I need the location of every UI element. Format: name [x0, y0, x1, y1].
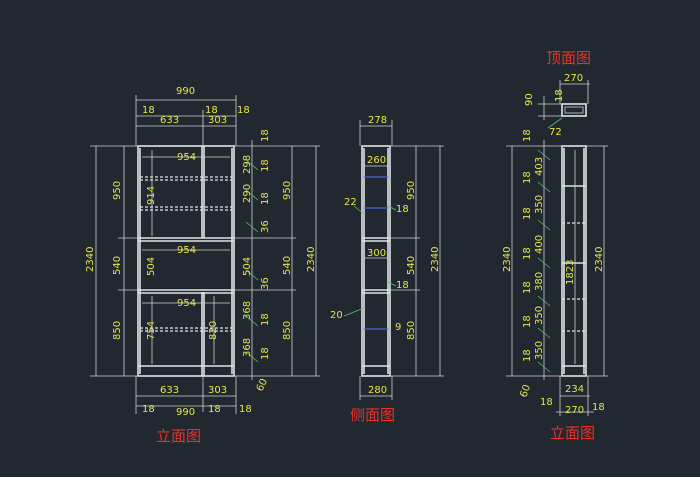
right-dim-18c: 18 [522, 207, 533, 220]
title-front-elevation-left: 立面图 [156, 427, 201, 445]
right-dim-1823: 1823 [565, 260, 576, 285]
side-dim-9: 9 [395, 322, 401, 333]
right-dim-2340-left: 2340 [502, 247, 513, 272]
dim-top-left-thickness: 18 [142, 105, 155, 116]
side-outline [361, 145, 391, 377]
side-elevation: 278 260 22 18 300 18 20 9 950 540 850 23… [330, 115, 444, 424]
dim-right-290: 290 [242, 184, 253, 203]
top-dim-270: 270 [564, 73, 583, 84]
dim-shelf-3: 954 [177, 298, 196, 309]
dim-bottom-right-thickness: 18 [239, 404, 252, 415]
right-dim-60: 60 [518, 383, 533, 399]
dim-total-2340: 2340 [85, 247, 96, 272]
top-view: 顶面图 270 90 18 72 [524, 49, 591, 138]
dim-inner-lower: 754 [146, 321, 157, 340]
side-dim-850: 850 [406, 321, 417, 340]
dim-bottom-narrow: 303 [208, 385, 227, 396]
dim-bottom-total: 990 [176, 407, 195, 418]
side-dim-shelf-top: 260 [367, 155, 386, 166]
dim-top-narrow: 303 [208, 115, 227, 126]
dim-inner-right: 820 [208, 321, 219, 340]
right-dim-270: 270 [565, 405, 584, 416]
title-top-view: 顶面图 [546, 49, 591, 67]
dim-outer-540: 540 [282, 256, 293, 275]
right-dim-400: 400 [534, 235, 545, 254]
dim-right-18d: 18 [260, 347, 271, 360]
dim-right-60: 60 [255, 377, 270, 393]
dim-right-18-mid: 18 [260, 192, 271, 205]
right-dim-18-bottom-right: 18 [592, 402, 605, 413]
side-dim-22: 22 [344, 197, 357, 208]
dim-top-wide: 633 [160, 115, 179, 126]
dim-right-368a: 368 [242, 301, 253, 320]
dim-outer-850: 850 [282, 321, 293, 340]
dim-bottom-mid-thickness: 18 [208, 404, 221, 415]
top-dim-90: 90 [524, 93, 535, 106]
right-dim-18b: 18 [522, 171, 533, 184]
dim-right-36a: 36 [260, 220, 271, 233]
right-dim-18f: 18 [522, 315, 533, 328]
title-front-elevation-right: 立面图 [550, 424, 595, 442]
right-dim-18g: 18 [522, 349, 533, 362]
dim-right-368b: 368 [242, 338, 253, 357]
side-dim-shelf-mid: 300 [367, 248, 386, 259]
top-view-outline [561, 103, 587, 117]
dim-left-850: 850 [112, 321, 123, 340]
right-dim-380: 380 [534, 272, 545, 291]
dim-mid-504: 504 [146, 257, 157, 276]
top-dim-18: 18 [554, 89, 565, 102]
right-dim-18d: 18 [522, 247, 533, 260]
front-elevation-left: 990 18 18 18 633 303 954 954 954 914 754… [85, 86, 320, 445]
cabinet-outline [137, 145, 235, 377]
right-cabinet-outline [561, 145, 587, 377]
right-dim-350b: 350 [534, 306, 545, 325]
side-dim-top-width: 278 [368, 115, 387, 126]
side-dim-bottom-width: 280 [368, 385, 387, 396]
side-dim-20: 20 [330, 310, 343, 321]
title-side-elevation: 侧面图 [350, 406, 395, 424]
top-dim-72: 72 [549, 127, 562, 138]
right-dim-18-bottom-left: 18 [540, 397, 553, 408]
side-dim-2340: 2340 [430, 247, 441, 272]
right-dim-350c: 350 [534, 341, 545, 360]
dim-right-18b: 18 [260, 159, 271, 172]
side-dim-540: 540 [406, 256, 417, 275]
dim-left-950: 950 [112, 181, 123, 200]
dim-outer-950: 950 [282, 181, 293, 200]
dim-bottom-wide: 633 [160, 385, 179, 396]
dim-outer-2340: 2340 [306, 247, 317, 272]
dim-top-right-thickness: 18 [237, 105, 250, 116]
dim-right-298: 298 [242, 155, 253, 174]
dim-shelf-2: 954 [177, 245, 196, 256]
front-elevation-right: 18 403 18 350 18 400 18 380 18 350 18 35… [502, 129, 608, 442]
dim-left-540: 540 [112, 256, 123, 275]
dim-top-total: 990 [176, 86, 195, 97]
dim-bottom-left-thickness: 18 [142, 404, 155, 415]
right-dim-403: 403 [534, 157, 545, 176]
right-dim-350a: 350 [534, 195, 545, 214]
dim-shelf-1: 954 [177, 152, 196, 163]
dim-inner-upper: 914 [146, 186, 157, 205]
right-dim-2340-right: 2340 [594, 247, 605, 272]
right-dim-18e: 18 [522, 281, 533, 294]
dim-right-36b: 36 [260, 277, 271, 290]
right-dim-18a: 18 [522, 129, 533, 142]
side-dim-18a: 18 [396, 204, 409, 215]
side-dim-950: 950 [406, 181, 417, 200]
side-dim-18b: 18 [396, 280, 409, 291]
dim-right-504: 504 [242, 257, 253, 276]
dim-right-18c: 18 [260, 313, 271, 326]
dim-top-mid-thickness: 18 [205, 105, 218, 116]
right-dim-234: 234 [565, 384, 584, 395]
dim-right-18a: 18 [260, 129, 271, 142]
